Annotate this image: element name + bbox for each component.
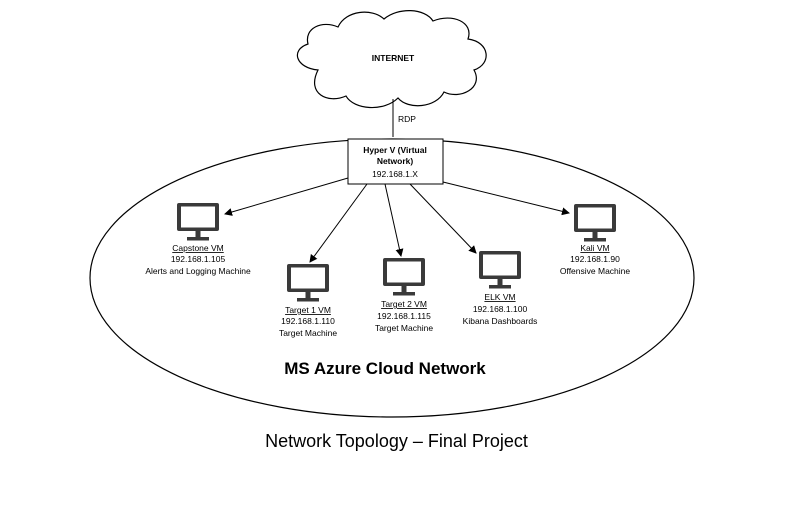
target2-ip: 192.168.1.115 [377, 311, 431, 321]
kali-ip: 192.168.1.90 [570, 254, 620, 264]
arrow-to-target1 [309, 183, 368, 263]
hypervisor-ip: 192.168.1.X [372, 169, 418, 179]
arrow-to-kali [442, 181, 570, 216]
internet-label: INTERNET [372, 53, 415, 63]
capstone-ip: 192.168.1.105 [171, 254, 226, 264]
kali-name: Kali VM [580, 243, 609, 253]
target1-ip: 192.168.1.110 [281, 316, 335, 326]
machine-kali: Kali VM 192.168.1.90 Offensive Machine [560, 204, 631, 276]
monitor-icon [479, 251, 521, 289]
elk-name: ELK VM [484, 292, 515, 302]
machine-target2: Target 2 VM 192.168.1.115 Target Machine [375, 258, 433, 333]
monitor-icon [177, 203, 219, 241]
internet-cloud: INTERNET [296, 10, 487, 109]
figure-caption: Network Topology – Final Project [265, 431, 528, 451]
monitor-icon [287, 264, 329, 302]
arrow-to-capstone [224, 177, 349, 216]
network-label: MS Azure Cloud Network [284, 359, 486, 378]
target1-role: Target Machine [279, 328, 337, 338]
arrow-to-elk [409, 183, 477, 254]
target2-name: Target 2 VM [381, 299, 427, 309]
monitor-icon [383, 258, 425, 296]
elk-ip: 192.168.1.100 [473, 304, 528, 314]
capstone-name: Capstone VM [172, 243, 224, 253]
capstone-role: Alerts and Logging Machine [145, 266, 251, 276]
hypervisor-box: Hyper V (Virtual Network) 192.168.1.X [347, 138, 444, 185]
kali-role: Offensive Machine [560, 266, 631, 276]
hypervisor-title-line1: Hyper V (Virtual [363, 145, 427, 155]
target2-role: Target Machine [375, 323, 433, 333]
machine-target1: Target 1 VM 192.168.1.110 Target Machine [279, 264, 337, 338]
rdp-label: RDP [398, 114, 416, 124]
target1-name: Target 1 VM [285, 305, 331, 315]
elk-role: Kibana Dashboards [463, 316, 538, 326]
arrow-to-target2 [384, 183, 404, 257]
machine-elk: ELK VM 192.168.1.100 Kibana Dashboards [463, 251, 538, 326]
hypervisor-title-line2: Network) [377, 156, 414, 166]
machine-capstone: Capstone VM 192.168.1.105 Alerts and Log… [145, 203, 251, 276]
monitor-icon [574, 204, 616, 242]
